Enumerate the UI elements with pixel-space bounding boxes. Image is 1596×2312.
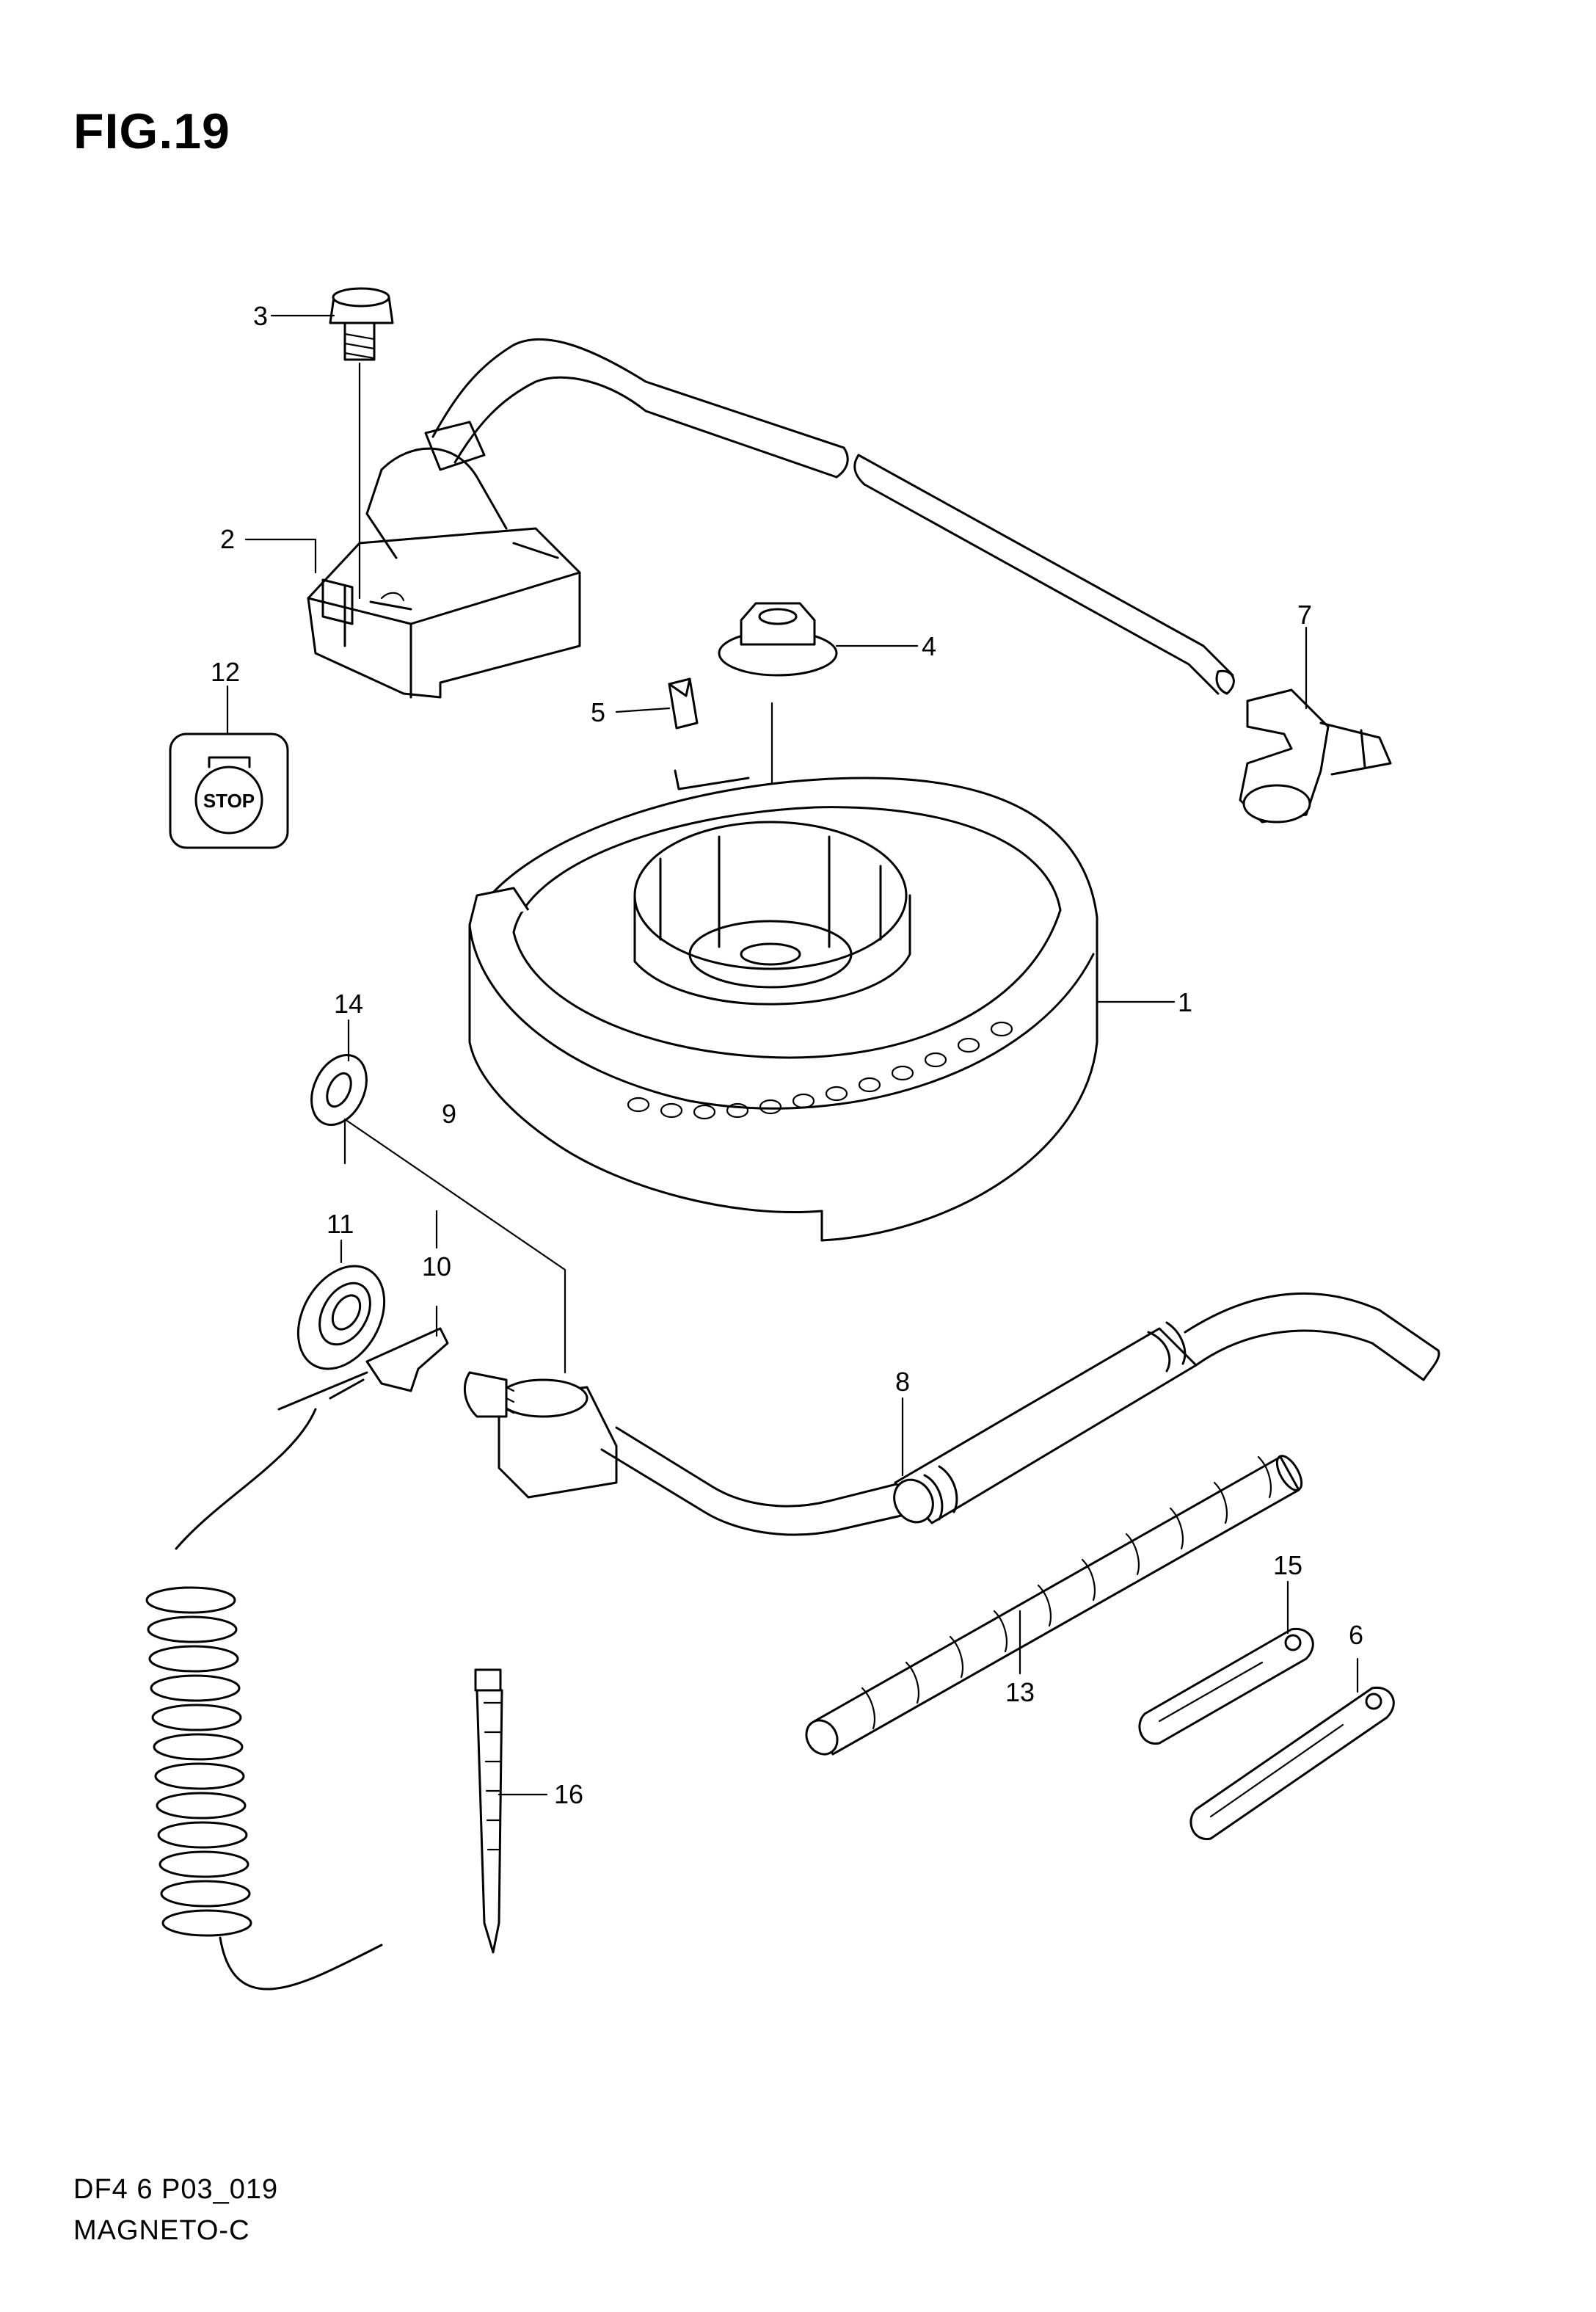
callout-15: 15 — [1273, 1550, 1302, 1580]
figure-footer: DF4 6 P03_019 MAGNETO-C — [73, 2169, 278, 2251]
clamp-6-drawing — [1189, 1686, 1395, 1840]
callout-12: 12 — [211, 657, 240, 687]
stop-switch-drawing — [145, 1118, 618, 1991]
bolt-drawing — [329, 287, 394, 600]
seal-drawing — [296, 1265, 386, 1370]
callout-16: 16 — [554, 1779, 583, 1809]
ignition-coil-drawing — [307, 447, 581, 699]
callout-14: 14 — [334, 989, 363, 1019]
figure-name: MAGNETO-C — [73, 2215, 250, 2246]
figure-title: FIG.19 — [73, 103, 230, 159]
protector-drawing — [805, 1455, 1303, 1756]
callout-10: 10 — [422, 1251, 451, 1282]
stop-plate-drawing: STOP — [169, 733, 289, 849]
callout-13: 13 — [1005, 1677, 1035, 1707]
callout-2: 2 — [220, 524, 235, 554]
stop-plate-text: STOP — [203, 790, 255, 812]
callout-9: 9 — [442, 1099, 456, 1129]
spark-plug-cap-drawing — [1239, 688, 1392, 824]
key-drawing — [668, 677, 699, 730]
callout-3: 3 — [253, 301, 268, 331]
callout-7: 7 — [1297, 600, 1312, 630]
callout-4: 4 — [922, 631, 936, 661]
callout-11: 11 — [327, 1209, 354, 1239]
high-tension-cord-drawing — [424, 338, 1235, 695]
flywheel-drawing — [468, 769, 1098, 1242]
callout-6: 6 — [1349, 1620, 1363, 1650]
cable-tie-drawing — [474, 1668, 503, 1954]
clamp-15-drawing — [1138, 1627, 1314, 1745]
figure-code: DF4 6 P03_019 — [73, 2174, 279, 2205]
cable-tube-drawing — [600, 1292, 1440, 1536]
leader-lines — [226, 314, 1359, 1796]
nut-drawing — [718, 602, 838, 948]
callout-8: 8 — [895, 1367, 910, 1397]
washer-drawing — [310, 1053, 368, 1127]
callout-1: 1 — [1178, 987, 1192, 1017]
callout-numbers: 1 2 3 4 5 6 7 8 9 10 11 12 13 14 15 16 — [211, 301, 1363, 1809]
callout-5: 5 — [591, 697, 605, 727]
